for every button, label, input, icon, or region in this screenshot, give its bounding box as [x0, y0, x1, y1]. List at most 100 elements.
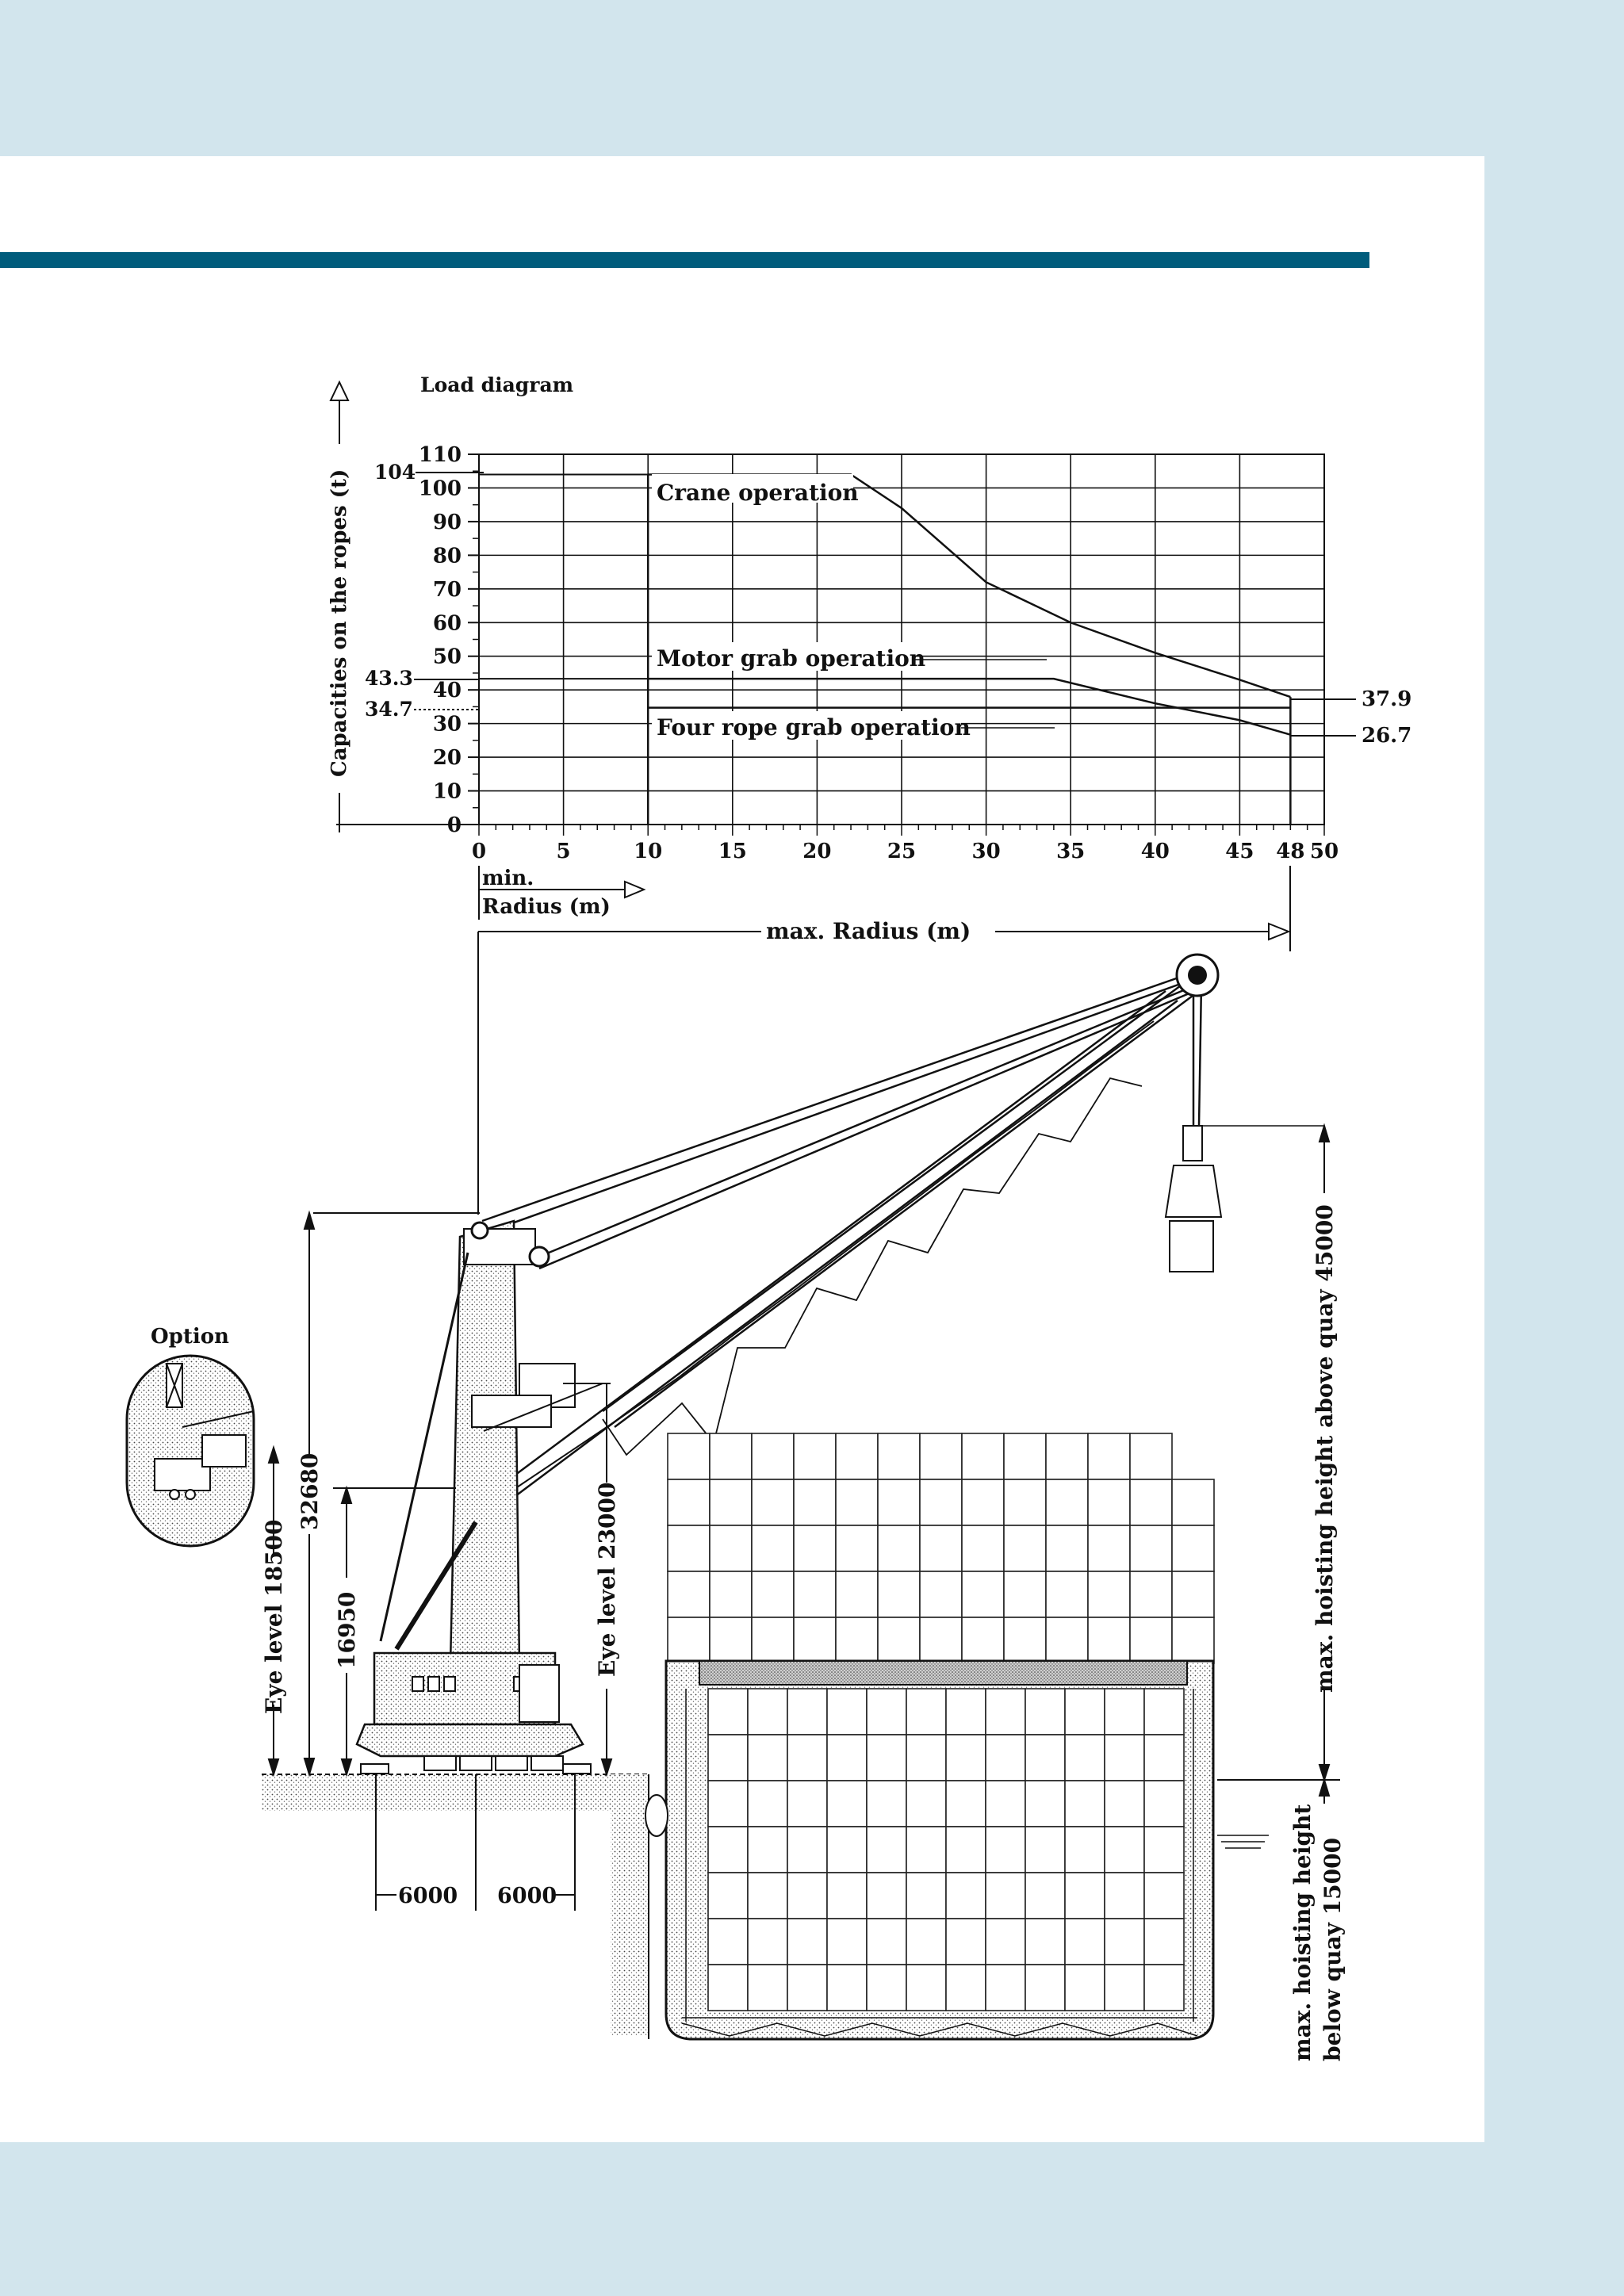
- hold-container: [1064, 1918, 1105, 1965]
- deck-container: [667, 1617, 710, 1664]
- hold-container: [1143, 1688, 1185, 1735]
- dim-span-right: 6000: [497, 1884, 557, 1908]
- hold-container: [1025, 1688, 1066, 1735]
- hold-container: [906, 1826, 947, 1873]
- hold-container: [707, 1688, 749, 1735]
- hold-container: [747, 1688, 788, 1735]
- series-line-1: [648, 677, 1291, 736]
- hold-container: [787, 1918, 828, 1965]
- deck-container: [1003, 1479, 1047, 1526]
- deck-container: [1129, 1617, 1173, 1664]
- hold-container: [1025, 1918, 1066, 1965]
- hold-container: [826, 1734, 868, 1781]
- tower-back-stay: [379, 1252, 469, 1642]
- container-ship: [645, 1433, 1269, 2041]
- tick-label-x-40: 40: [1141, 840, 1170, 863]
- hold-container: [866, 1688, 907, 1735]
- deck-container: [709, 1617, 753, 1664]
- hold-container: [826, 1826, 868, 1873]
- deck-container: [1171, 1525, 1215, 1572]
- dim-max-hoist-below-line1: max. hoisting height: [1289, 1804, 1316, 2061]
- option-inset: Option: [125, 1325, 255, 1548]
- hold-container: [787, 1826, 828, 1873]
- deck-container: [1129, 1433, 1173, 1480]
- hold-container: [747, 1780, 788, 1827]
- tick-label-x-48: 48: [1276, 840, 1304, 863]
- hold-container: [985, 1780, 1026, 1827]
- tick-label-x-35: 35: [1056, 840, 1085, 863]
- deck-container: [1087, 1479, 1131, 1526]
- quay-wall: [611, 1774, 649, 2036]
- hold-container: [1104, 1826, 1145, 1873]
- tick-label-y-100: 100: [419, 476, 462, 500]
- tick-label-x-25: 25: [887, 840, 916, 863]
- hold-container: [707, 1826, 749, 1873]
- quay: [262, 1774, 649, 2039]
- tick-label-x-30: 30: [972, 840, 1001, 863]
- dim-span-left: 6000: [398, 1884, 458, 1908]
- hold-container: [1064, 1826, 1105, 1873]
- end-value-37-9: 37.9: [1362, 687, 1411, 711]
- deck-container: [919, 1433, 963, 1480]
- hold-container-stack: [707, 1688, 1185, 2011]
- y-mark-104: 104: [374, 461, 416, 484]
- deck-container: [835, 1617, 879, 1664]
- load-diagram: Load diagram Capacities on the ropes (t)…: [327, 373, 1411, 1215]
- deck-container: [1171, 1617, 1215, 1664]
- hold-container: [1104, 1780, 1145, 1827]
- waterline-marks: [1217, 1835, 1269, 1849]
- deck-container: [1045, 1525, 1089, 1572]
- hold-container: [866, 1918, 907, 1965]
- deck-container: [877, 1525, 921, 1572]
- hold-container: [945, 1734, 986, 1781]
- curve-label-crane: Crane operation: [657, 480, 859, 506]
- tick-label-y-10: 10: [433, 780, 462, 804]
- deck-container: [1087, 1525, 1131, 1572]
- deck-container: [751, 1479, 795, 1526]
- hold-container: [1143, 1780, 1185, 1827]
- min-radius-unit-label: Radius (m): [482, 895, 611, 919]
- dim-eye-level-23000: Eye level 23000: [594, 1482, 620, 1677]
- hold-container: [747, 1826, 788, 1873]
- ship-fender: [645, 1794, 668, 1837]
- deck-container: [751, 1571, 795, 1618]
- hold-container: [707, 1918, 749, 1965]
- hold-container: [1104, 1872, 1145, 1919]
- hold-container: [1064, 1780, 1105, 1827]
- deck-container: [1045, 1617, 1089, 1664]
- deck-container: [709, 1479, 753, 1526]
- hold-container: [945, 1826, 986, 1873]
- deck-container: [1045, 1571, 1089, 1618]
- crane-boom: [499, 978, 1200, 1502]
- deck-container: [709, 1525, 753, 1572]
- tick-label-y-80: 80: [433, 544, 462, 568]
- deck-container: [1087, 1571, 1131, 1618]
- hold-container: [866, 1826, 907, 1873]
- hold-container: [747, 1872, 788, 1919]
- deck-container: [835, 1571, 879, 1618]
- hold-container: [906, 1918, 947, 1965]
- deck-container: [793, 1433, 837, 1480]
- hold-container: [787, 1872, 828, 1919]
- deck-container: [961, 1617, 1005, 1664]
- hold-container: [866, 1872, 907, 1919]
- quay-ground: [262, 1774, 642, 1811]
- deck-container: [1087, 1617, 1131, 1664]
- hold-container: [906, 1964, 947, 2011]
- hold-container: [985, 1826, 1026, 1873]
- deck-container: [919, 1571, 963, 1618]
- deck-container: [1003, 1525, 1047, 1572]
- tick-label-y-110: 110: [419, 443, 462, 467]
- hold-container: [1104, 1734, 1145, 1781]
- hold-container: [866, 1780, 907, 1827]
- deck-container: [877, 1617, 921, 1664]
- hold-container: [906, 1688, 947, 1735]
- deck-container: [835, 1525, 879, 1572]
- deck-container: [961, 1571, 1005, 1618]
- hold-container: [945, 1688, 986, 1735]
- deck-container: [709, 1433, 753, 1480]
- hold-container: [1025, 1734, 1066, 1781]
- deck-container: [751, 1617, 795, 1664]
- deck-container: [961, 1525, 1005, 1572]
